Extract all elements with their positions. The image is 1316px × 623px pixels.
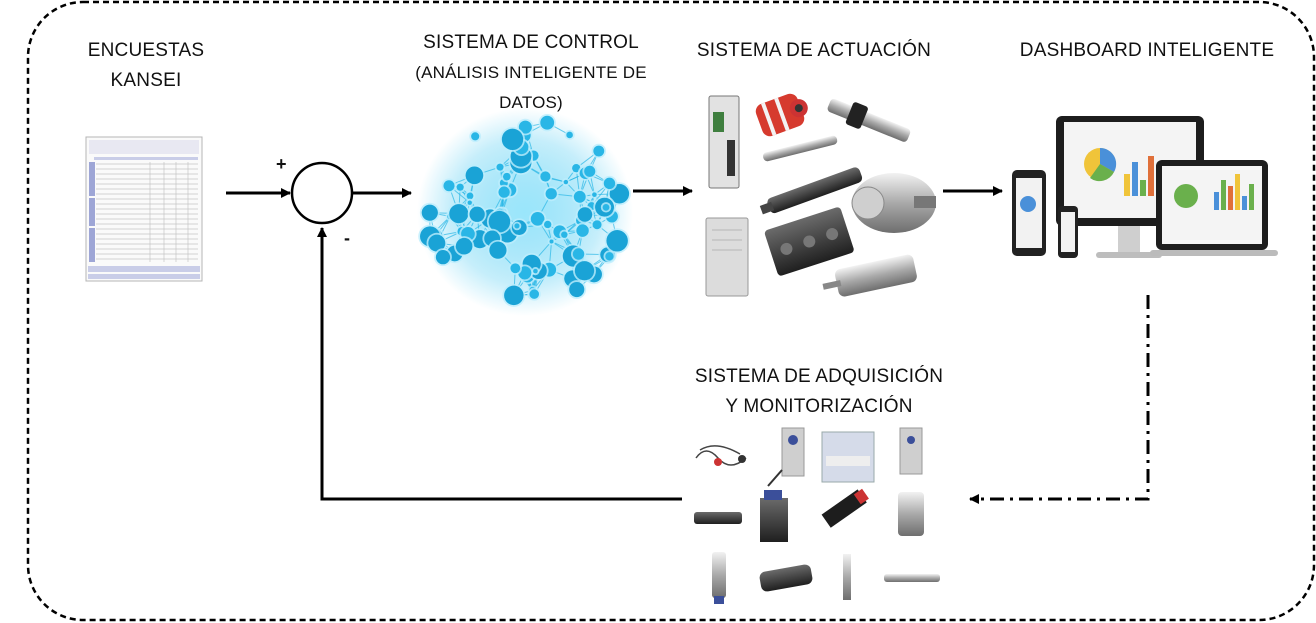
actuation-label-line1: SISTEMA DE ACTUACIÓN [696, 40, 932, 61]
acquisition-label-line1: SISTEMA DE ADQUISICIÓN [694, 366, 944, 387]
control-label-line1: SISTEMA DE CONTROL [423, 32, 639, 53]
feedback-arrow [317, 227, 682, 501]
surveys-label: ENCUESTAS KANSEI [66, 36, 226, 96]
dashed-dashboard-to-acquisition [969, 295, 1150, 504]
acquisition-label-line2: Y MONITORIZACIÓN [725, 396, 913, 417]
control-label-line2: (ANÁLISIS INTELIGENTE DE [415, 63, 647, 82]
outer-frame [26, 0, 1316, 622]
survey-form-icon [85, 136, 203, 282]
control-label: SISTEMA DE CONTROL (ANÁLISIS INTELIGENTE… [396, 28, 666, 118]
dashboard-screens-icon [1012, 116, 1278, 258]
surveys-label-line2: KANSEI [110, 70, 182, 91]
actuator-devices-icon [705, 93, 936, 297]
dashboard-label-line1: DASHBOARD INTELIGENTE [1019, 40, 1275, 61]
summing-junction [290, 161, 354, 225]
dashboard-label: DASHBOARD INTELIGENTE [1002, 36, 1292, 66]
actuation-label: SISTEMA DE ACTUACIÓN [680, 36, 948, 66]
surveys-label-line1: ENCUESTAS [87, 40, 205, 61]
acquisition-label: SISTEMA DE ADQUISICIÓN Y MONITORIZACIÓN [672, 362, 966, 422]
control-label-line3: DATOS) [499, 93, 563, 112]
sensor-devices-icon [694, 427, 940, 604]
neural-network-icon [417, 108, 633, 316]
junction-plus-sign: + [276, 154, 287, 174]
junction-minus-sign: - [344, 228, 350, 248]
